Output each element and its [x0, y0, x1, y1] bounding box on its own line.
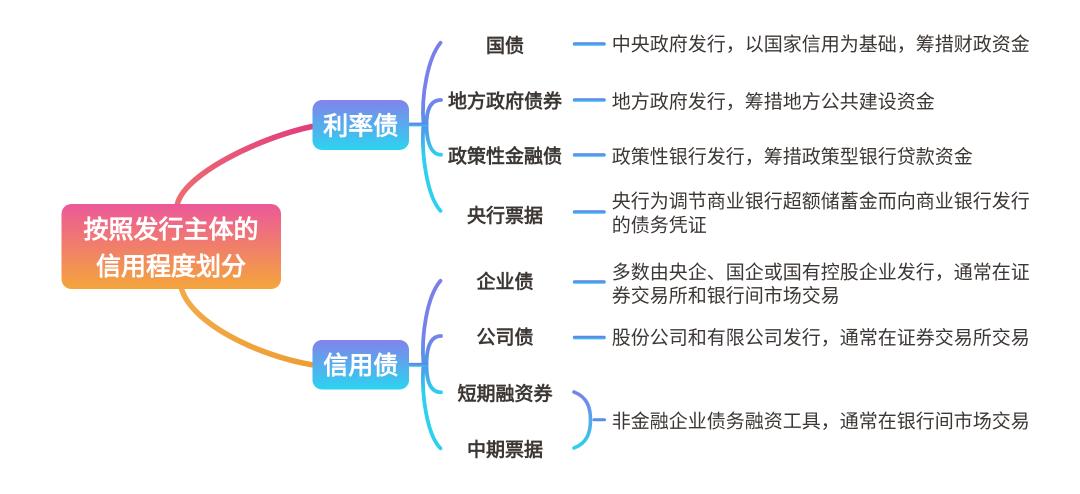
svg-text:利率债: 利率债 [323, 112, 398, 141]
svg-text:券交易所和银行间市场交易: 券交易所和银行间市场交易 [612, 285, 840, 307]
svg-text:中央政府发行，以国家信用为基础，筹措财政资金: 中央政府发行，以国家信用为基础，筹措财政资金 [612, 34, 1030, 56]
svg-text:央行为调节商业银行超额储蓄金而向商业银行发行: 央行为调节商业银行超额储蓄金而向商业银行发行 [612, 190, 1030, 212]
svg-text:政策性银行发行，筹措政策型银行贷款资金: 政策性银行发行，筹措政策型银行贷款资金 [612, 146, 973, 168]
svg-text:短期融资券: 短期融资券 [457, 382, 553, 405]
svg-text:政策性金融债: 政策性金融债 [448, 145, 562, 168]
svg-text:央行票据: 央行票据 [467, 204, 543, 227]
svg-text:地方政府债券: 地方政府债券 [448, 89, 563, 112]
svg-text:非金融企业债务融资工具，通常在银行间市场交易: 非金融企业债务融资工具，通常在银行间市场交易 [612, 410, 1030, 432]
svg-text:信用债: 信用债 [323, 352, 398, 380]
svg-text:信用程度划分: 信用程度划分 [96, 252, 246, 281]
svg-text:地方政府发行，筹措地方公共建设资金: 地方政府发行，筹措地方公共建设资金 [612, 91, 935, 113]
svg-text:多数由央企、国企或国有控股企业发行，通常在证: 多数由央企、国企或国有控股企业发行，通常在证 [612, 262, 1030, 284]
svg-text:股份公司和有限公司发行，通常在证券交易所交易: 股份公司和有限公司发行，通常在证券交易所交易 [612, 327, 1030, 349]
svg-text:国债: 国债 [486, 34, 524, 57]
svg-text:公司债: 公司债 [476, 325, 533, 348]
svg-text:的债务凭证: 的债务凭证 [612, 215, 707, 237]
svg-text:中期票据: 中期票据 [467, 438, 543, 461]
svg-text:企业债: 企业债 [475, 270, 533, 293]
svg-text:按照发行主体的: 按照发行主体的 [83, 215, 258, 244]
